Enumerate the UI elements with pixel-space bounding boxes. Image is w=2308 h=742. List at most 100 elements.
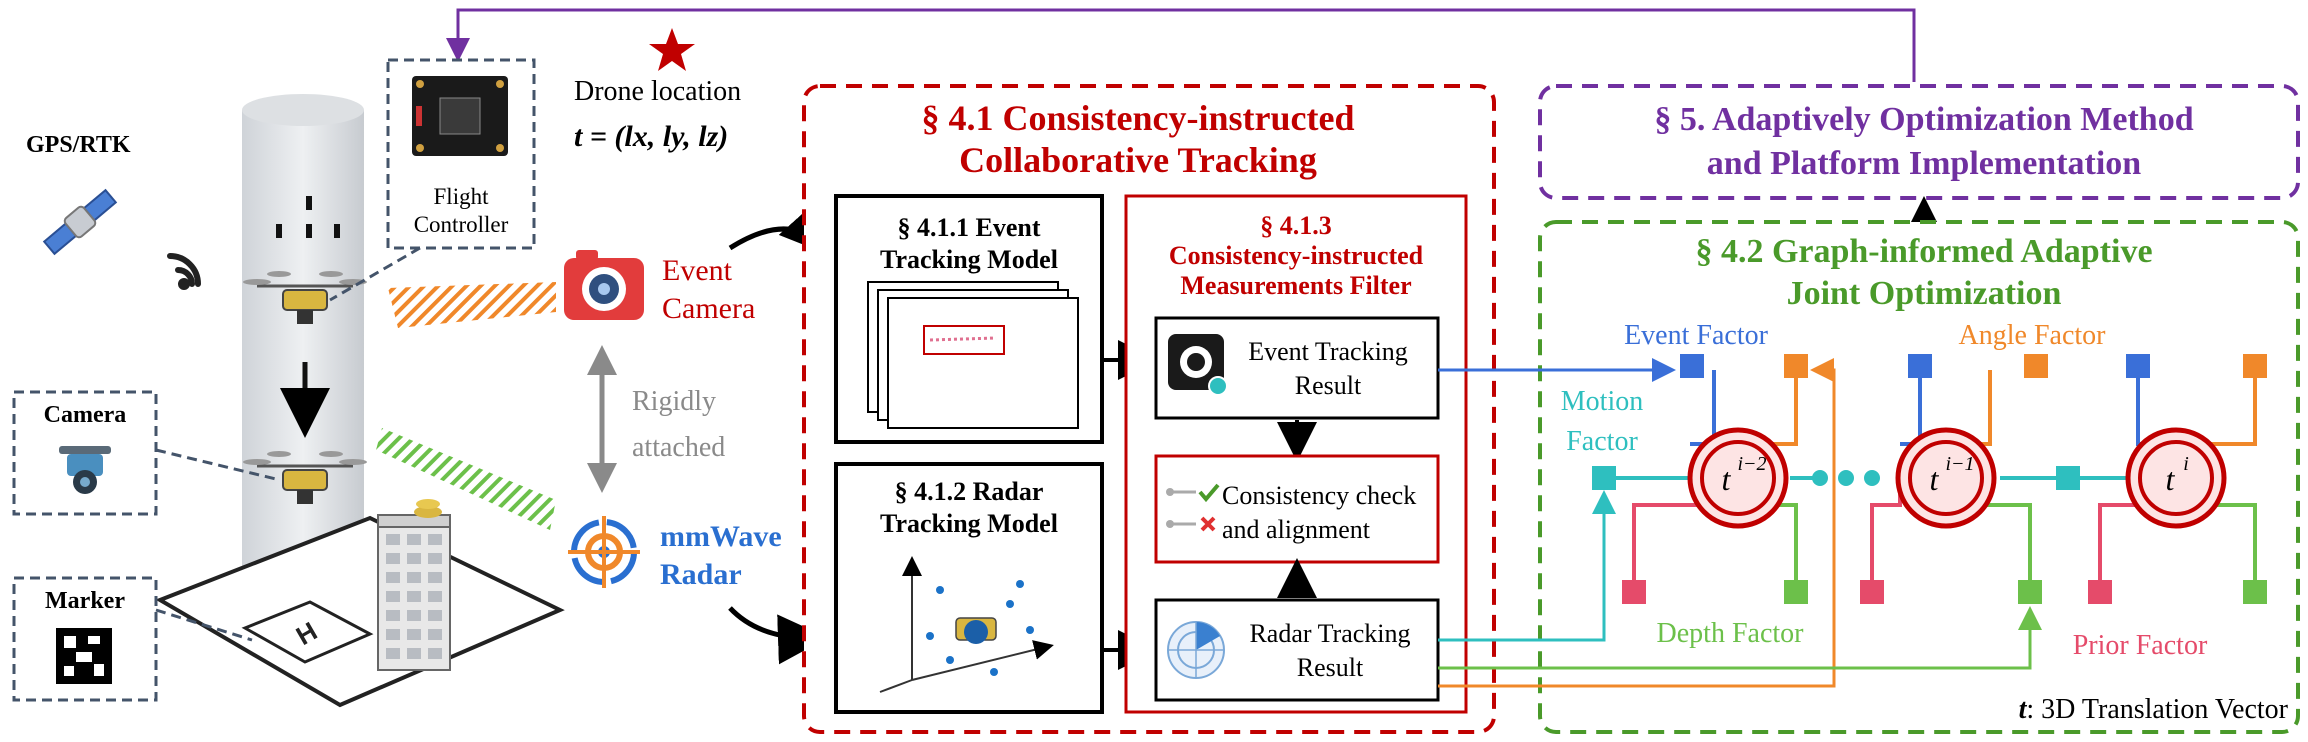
state-node-t-i-2: t i−2 xyxy=(1687,427,1789,529)
event-tracking-model-title-line2: Tracking Model xyxy=(880,245,1058,274)
state-node-3-label: t xyxy=(2166,461,2176,497)
section-4-1: § 4.1 Consistency-instructed Collaborati… xyxy=(802,84,1496,734)
event-result-icon xyxy=(1168,334,1228,396)
radar-tracking-result-box xyxy=(1154,598,1440,702)
measurements-filter-title-line2: Consistency-instructed xyxy=(1169,241,1424,270)
building-window xyxy=(407,553,421,564)
marker-label: Marker xyxy=(45,588,125,614)
aruco-marker-icon xyxy=(56,628,112,684)
building-window xyxy=(407,572,421,583)
state-node-3-superscript: i xyxy=(2183,453,2189,475)
left-scene: H xyxy=(12,8,1916,708)
event-factor-node-3 xyxy=(2126,354,2150,378)
depth-factor-node-3 xyxy=(2243,580,2267,604)
event-camera-label-line1: Event xyxy=(662,254,733,287)
radar-beam xyxy=(376,428,556,530)
radar-tracking-model-box xyxy=(834,462,1104,714)
consistency-check-icon xyxy=(1166,483,1220,532)
event-tracking-result-line1: Event Tracking xyxy=(1248,337,1408,366)
prior-factor-node-3 xyxy=(2088,580,2112,604)
state-node-1-superscript: i−2 xyxy=(1737,453,1766,475)
satellite-icon xyxy=(42,188,118,256)
radar-tracking-model-title-line2: Tracking Model xyxy=(880,509,1058,538)
section-4-2: § 4.2 Graph-informed Adaptive Joint Opti… xyxy=(1438,220,2300,734)
event-camera-icon xyxy=(564,250,644,320)
measurements-filter-title-line1: § 4.1.3 xyxy=(1260,211,1332,240)
star-icon xyxy=(649,28,695,71)
section-5-frame xyxy=(1538,84,2300,200)
event-camera-beam xyxy=(388,282,556,328)
building-window xyxy=(407,629,421,640)
flight-controller-label-line2: Controller xyxy=(414,212,509,237)
state-node-t-i: t i xyxy=(2125,427,2227,529)
radar-tracking-result-line1: Radar Tracking xyxy=(1249,619,1410,648)
building-window xyxy=(428,629,442,640)
building-window xyxy=(407,648,421,659)
consistency-check-line2: and alignment xyxy=(1222,515,1371,544)
state-node-1-label: t xyxy=(1722,461,1732,497)
translation-vector-note: t: 3D Translation Vector xyxy=(2019,694,2289,725)
camera-drone-icon xyxy=(59,446,111,494)
wireless-signal-icon xyxy=(167,253,201,290)
event-factor-node-1 xyxy=(1680,354,1704,378)
angle-factor-label: Angle Factor xyxy=(1959,320,2107,351)
flight-controller-callout-line xyxy=(329,246,421,302)
angle-factor-node-2 xyxy=(2024,354,2048,378)
building-window xyxy=(428,572,442,583)
building-window xyxy=(428,591,442,602)
radar-result-icon xyxy=(1167,621,1225,679)
prior-factor-node-1 xyxy=(1622,580,1646,604)
building-window xyxy=(428,610,442,621)
section-4-1-title-line2: Collaborative Tracking xyxy=(959,140,1317,180)
drone-location-label: Drone location xyxy=(574,76,741,107)
event-tracking-model-title-line1: § 4.1.1 Event xyxy=(898,213,1041,242)
state-node-t-i-1: t i−1 xyxy=(1895,427,1997,529)
building-window xyxy=(428,553,442,564)
prior-factor-node-2 xyxy=(1860,580,1884,604)
building-window xyxy=(386,610,400,621)
radar-tracking-result-line2: Result xyxy=(1297,653,1364,682)
rigidly-attached-label-line1: Rigidly xyxy=(632,386,716,417)
building-window xyxy=(386,591,400,602)
signal-bars-icon xyxy=(276,196,340,238)
building-window xyxy=(386,629,400,640)
section-5-title-line2: and Platform Implementation xyxy=(1707,145,2142,182)
prior-factor-label: Prior Factor xyxy=(2073,630,2208,661)
event-camera-label-line2: Camera xyxy=(662,292,755,325)
tower xyxy=(242,110,364,580)
building-window xyxy=(386,572,400,583)
flight-controller-label-line1: Flight xyxy=(434,184,490,209)
building-window xyxy=(386,648,400,659)
depth-factor-node-2 xyxy=(2018,580,2042,604)
feedback-arrow xyxy=(446,8,1916,82)
camera-callout-line xyxy=(155,448,281,482)
flight-controller-board-icon xyxy=(412,76,508,156)
section-4-1-title-line1: § 4.1 Consistency-instructed xyxy=(922,98,1355,138)
helipad xyxy=(241,600,374,664)
mmwave-radar-icon xyxy=(568,516,640,588)
radar-result-to-motion-factor-arrow xyxy=(1438,490,1616,642)
ellipsis-dots xyxy=(1812,470,1880,486)
angle-factor-node-1 xyxy=(1784,354,1808,378)
drone-bottom-icon xyxy=(243,451,367,504)
radar-result-to-depth-factor-arrow xyxy=(1438,606,2042,670)
drone-location-formula: t = (lx, ly, lz) xyxy=(574,120,728,153)
building-window xyxy=(407,591,421,602)
consistency-check-line1: Consistency check xyxy=(1222,481,1416,510)
section-4-2-title-line1: § 4.2 Graph-informed Adaptive xyxy=(1695,233,2152,270)
marker-callout-line xyxy=(155,608,253,642)
building-window xyxy=(386,534,400,545)
building-window xyxy=(428,648,442,659)
angle-factor-node-3 xyxy=(2243,354,2267,378)
radar-result-to-angle-factor-arrow xyxy=(1438,358,1836,688)
building-window xyxy=(386,553,400,564)
depth-factor-node-1 xyxy=(1784,580,1808,604)
radar-tracking-model-title-line1: § 4.1.2 Radar xyxy=(895,477,1044,506)
radar-label-line1: mmWave xyxy=(660,520,782,553)
tower-top xyxy=(242,94,364,126)
section-5: § 5. Adaptively Optimization Method and … xyxy=(1538,84,2300,226)
ground-platform xyxy=(155,515,565,708)
radar-point-cloud-plot xyxy=(879,556,1054,693)
building-window xyxy=(407,534,421,545)
